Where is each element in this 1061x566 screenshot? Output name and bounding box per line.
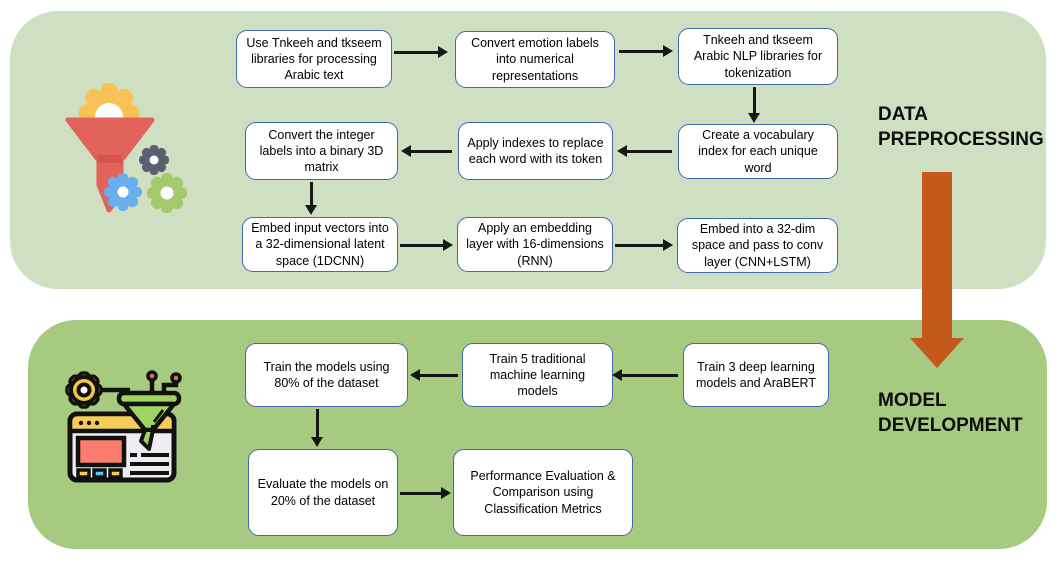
stage2-step-performance-eval: Performance Evaluation & Comparison usin… xyxy=(453,449,633,536)
stage2-step-evaluate-20: Evaluate the models on 20% of the datase… xyxy=(248,449,398,536)
stage1-step-embed-1dcnn: Embed input vectors into a 32-dimensiona… xyxy=(242,217,398,272)
stage1-step-apply-indexes: Apply indexes to replace each word with … xyxy=(458,122,613,180)
arrow-right-icon xyxy=(394,46,448,57)
stage1-step-embed-rnn: Apply an embedding layer with 16-dimensi… xyxy=(457,217,613,272)
arrow-right-icon xyxy=(619,45,673,56)
stage2-step-train-ml: Train 5 traditional machine learning mod… xyxy=(462,343,613,407)
stage2-step-train-80: Train the models using 80% of the datase… xyxy=(245,343,408,407)
arrow-left-icon xyxy=(617,145,672,156)
stage-transition-arrow-shaft xyxy=(922,172,952,338)
stage2-title: MODEL DEVELOPMENT xyxy=(878,390,1023,437)
stage1-step-embed-cnn-lstm: Embed into a 32-dim space and pass to co… xyxy=(677,218,838,273)
arrow-left-icon xyxy=(401,145,452,156)
stage1-step-vocab-index: Create a vocabulary index for each uniqu… xyxy=(678,124,838,179)
model-machine-icon xyxy=(64,368,191,498)
stage1-step-binary-matrix: Convert the integer labels into a binary… xyxy=(245,122,398,180)
arrow-right-icon xyxy=(400,487,451,498)
arrow-down-icon xyxy=(748,87,759,123)
stage1-step-use-tnkeeh: Use Tnkeeh and tkseem libraries for proc… xyxy=(236,30,392,88)
arrow-down-icon xyxy=(305,182,316,215)
stage-transition-arrow-head xyxy=(910,338,964,368)
stage1-step-tokenization: Tnkeeh and tkseem Arabic NLP libraries f… xyxy=(678,28,838,85)
arrow-right-icon xyxy=(400,239,453,250)
arrow-down-icon xyxy=(311,409,322,447)
funnel-gears-icon xyxy=(63,83,190,220)
stage1-title: DATA PREPROCESSING xyxy=(878,104,1044,151)
arrow-left-icon xyxy=(410,369,458,380)
arrow-left-icon xyxy=(612,369,678,380)
arrow-right-icon xyxy=(615,239,673,250)
stage2-step-train-dl-arabert: Train 3 deep learning models and AraBERT xyxy=(683,343,829,407)
stage1-step-convert-labels: Convert emotion labels into numerical re… xyxy=(455,31,615,88)
